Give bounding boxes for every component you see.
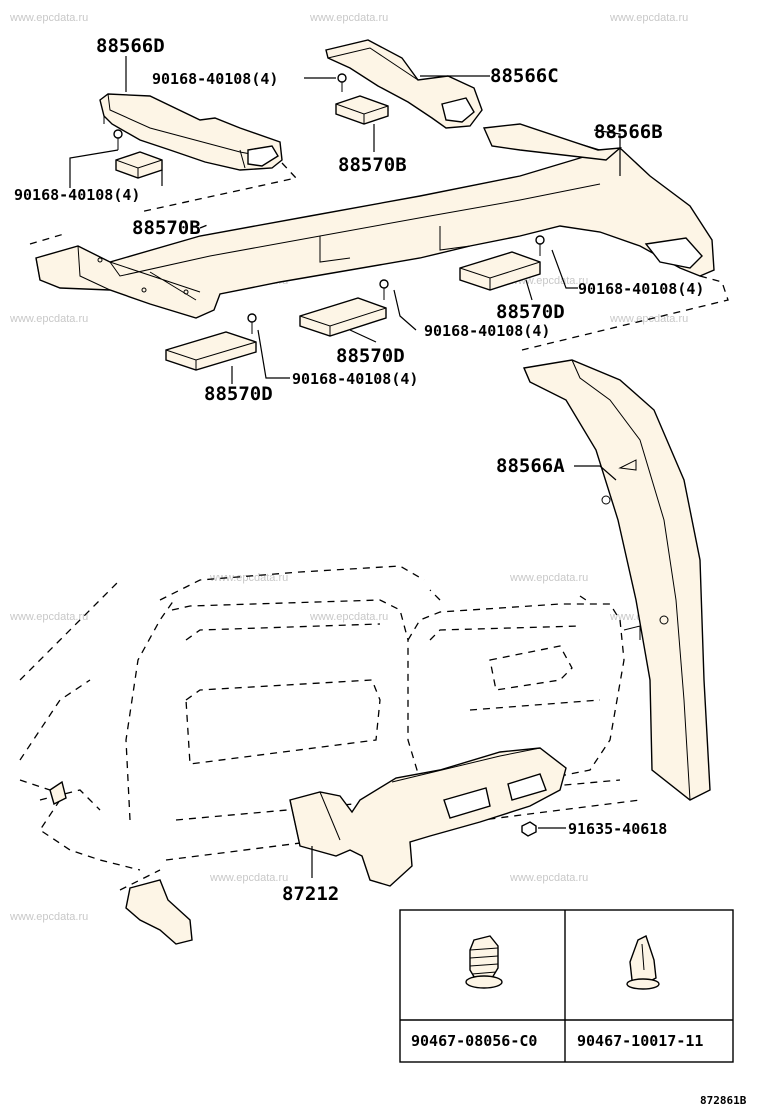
callout-88566c: 88566C <box>490 65 559 87</box>
watermark-text: www.epcdata.ru <box>509 872 588 884</box>
screw-icon <box>535 235 545 256</box>
callout-87212: 87212 <box>282 883 339 905</box>
callout-88570d-left: 88570D <box>204 383 273 405</box>
watermark-text: www.epcdata.ru <box>609 12 688 24</box>
callout-screw: 90168-40108(4) <box>14 186 140 204</box>
screw-icon <box>113 129 123 150</box>
callout-screw: 90168-40108(4) <box>152 70 278 88</box>
callout-screw: 90168-40108(4) <box>424 322 550 340</box>
screw-icon <box>379 279 389 300</box>
screw-icon <box>337 73 347 92</box>
callout-88570d-right: 88570D <box>496 301 565 323</box>
screw-icon <box>247 313 257 334</box>
watermark-text: www.epcdata.ru <box>209 572 288 584</box>
watermark-text: www.epcdata.ru <box>9 12 88 24</box>
callout-screw: 90168-40108(4) <box>578 280 704 298</box>
duct-88566b <box>35 123 715 319</box>
callout-labels: 88566D 90168-40108(4) 88566C 88566B 8857… <box>14 35 704 905</box>
watermark-text: www.epcdata.ru <box>309 611 388 623</box>
watermark-text: www.epcdata.ru <box>509 572 588 584</box>
callout-88570b-center: 88570B <box>338 154 407 176</box>
register-88570d-left <box>165 331 257 371</box>
callout-88566b: 88566B <box>594 121 663 143</box>
clip-part-number-right: 90467-10017-11 <box>577 1032 703 1050</box>
leader-lines <box>69 56 621 878</box>
callout-88570d-center: 88570D <box>336 345 405 367</box>
callout-88566a: 88566A <box>496 455 565 477</box>
dashed-guide <box>29 223 211 245</box>
callout-bolt: 91635-40618 <box>568 820 667 838</box>
callout-88570b-left: 88570B <box>132 217 201 239</box>
duct-88566a <box>523 359 711 801</box>
register-88570d-right <box>459 251 541 291</box>
vehicle-lower-bracket <box>125 879 193 945</box>
duct-88566d <box>99 93 283 171</box>
duct-88566c <box>325 39 483 129</box>
watermark-text: www.epcdata.ru <box>9 313 88 325</box>
figure-id: 872861B <box>700 1094 747 1107</box>
callout-screw: 90168-40108(4) <box>292 370 418 388</box>
register-88570b-left <box>115 151 163 179</box>
callout-88566d: 88566D <box>96 35 165 57</box>
watermark-text: www.epcdata.ru <box>209 872 288 884</box>
dashed-guide <box>521 275 729 351</box>
dashed-guide <box>139 162 298 213</box>
watermark-text: www.epcdata.ru <box>309 12 388 24</box>
vehicle-side-bracket <box>49 780 67 806</box>
watermark-text: www.epcdata.ru <box>9 611 88 623</box>
push-clip-icon <box>626 935 660 990</box>
register-88570d-center <box>299 297 387 337</box>
duct-87212 <box>289 747 567 887</box>
bolt-icon <box>521 821 537 837</box>
register-88570b-center <box>335 95 389 125</box>
push-clip-icon <box>465 935 503 989</box>
watermark-text: www.epcdata.ru <box>9 911 88 923</box>
clip-table: 90467-08056-C0 90467-10017-11 <box>399 909 734 1063</box>
clip-part-number-left: 90467-08056-C0 <box>411 1032 537 1050</box>
